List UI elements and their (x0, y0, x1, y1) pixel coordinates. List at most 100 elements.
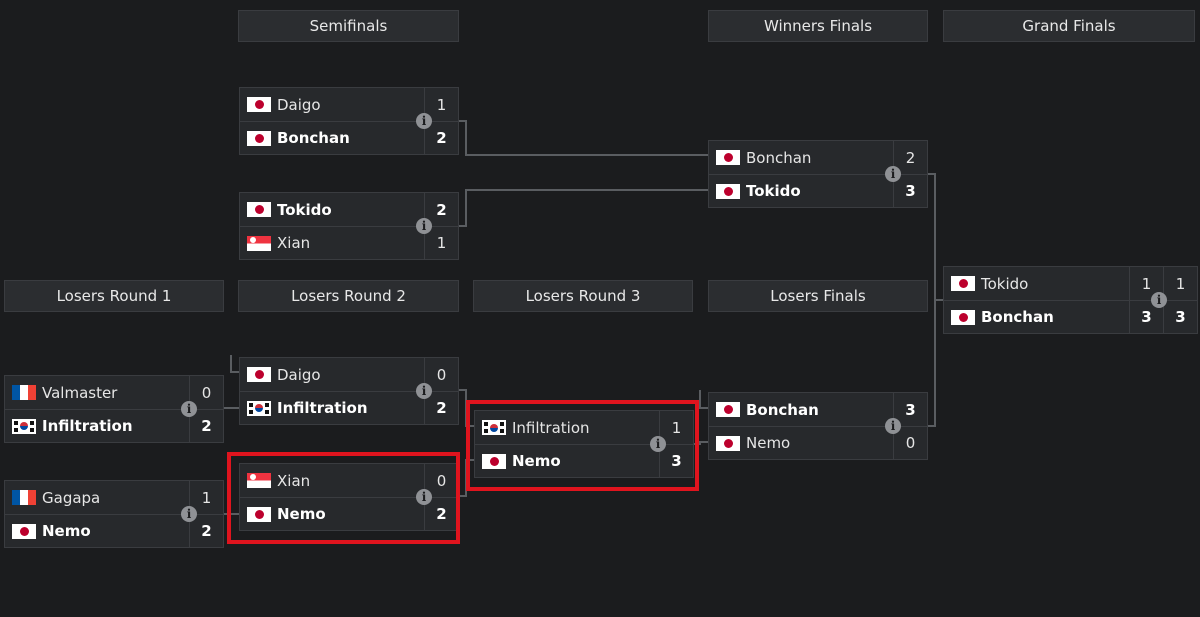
singapore-flag-icon (247, 473, 271, 488)
japan-flag-icon (247, 97, 271, 112)
korea-flag-icon (247, 400, 271, 416)
player-name: Bonchan (746, 400, 819, 419)
match-losers-round-3[interactable]: Infiltration 1 Nemo 3 (474, 410, 694, 478)
player-row[interactable]: Tokido 2 (240, 193, 458, 226)
info-icon[interactable]: i (885, 166, 901, 182)
player-score: 2 (893, 141, 927, 174)
info-icon[interactable]: i (885, 418, 901, 434)
player-score: 2 (189, 410, 223, 442)
connector-sf2-wf (458, 189, 709, 227)
player-score: 2 (424, 392, 458, 424)
korea-flag-icon (482, 420, 506, 435)
connector-drop-bonchan (699, 390, 709, 409)
player-score: 1 (424, 88, 458, 121)
connector-lr3-lf (692, 441, 709, 445)
player-score: 3 (893, 175, 927, 207)
player-name: Tokido (981, 274, 1029, 293)
info-icon[interactable]: i (1151, 292, 1167, 308)
player-name: Infiltration (512, 418, 590, 437)
player-score: 2 (424, 122, 458, 154)
france-flag-icon (12, 385, 36, 400)
player-score: 2 (424, 498, 458, 530)
player-name: Tokido (746, 182, 801, 200)
player-name: Infiltration (42, 417, 133, 435)
player-name: Bonchan (277, 129, 350, 147)
korea-flag-icon (12, 418, 36, 434)
japan-flag-icon (247, 130, 271, 146)
japan-flag-icon (716, 183, 740, 199)
info-icon[interactable]: i (416, 383, 432, 399)
player-row[interactable]: Bonchan 3 (709, 393, 927, 426)
connector-sf1-wf (458, 120, 709, 156)
player-row[interactable]: Nemo 2 (240, 497, 458, 530)
player-name: Xian (277, 471, 311, 490)
player-score-set-1: 1 (1129, 267, 1163, 300)
japan-flag-icon (247, 506, 271, 522)
player-score: 2 (189, 515, 223, 547)
player-row[interactable]: Daigo 0 (240, 358, 458, 391)
player-score: 1 (424, 227, 458, 259)
player-row[interactable]: Gagapa 1 (5, 481, 223, 514)
player-name: Nemo (42, 522, 91, 540)
player-row[interactable]: Bonchan 2 (709, 141, 927, 174)
info-icon[interactable]: i (181, 401, 197, 417)
header-losers-round-1: Losers Round 1 (4, 280, 224, 312)
japan-flag-icon (716, 435, 740, 451)
player-row[interactable]: Valmaster 0 (5, 376, 223, 409)
player-name: Gagapa (42, 488, 101, 507)
player-name: Xian (277, 234, 311, 252)
player-row[interactable]: Tokido 1 1 (944, 267, 1197, 300)
player-name: Daigo (277, 95, 321, 114)
info-icon[interactable]: i (416, 113, 432, 129)
player-name: Bonchan (746, 148, 812, 167)
player-name: Valmaster (42, 383, 118, 402)
japan-flag-icon (482, 453, 506, 469)
japan-flag-icon (247, 202, 271, 217)
player-name: Nemo (277, 505, 326, 523)
japan-flag-icon (716, 402, 740, 417)
player-row[interactable]: Nemo 2 (5, 514, 223, 547)
info-icon[interactable]: i (650, 436, 666, 452)
header-losers-finals: Losers Finals (708, 280, 928, 312)
header-grand-finals: Grand Finals (943, 10, 1195, 42)
player-score-set-2: 3 (1163, 301, 1197, 333)
player-score: 0 (893, 427, 927, 459)
player-row[interactable]: Xian 0 (240, 464, 458, 497)
player-row[interactable]: Bonchan 3 3 (944, 300, 1197, 333)
player-name: Nemo (746, 434, 791, 452)
japan-flag-icon (12, 523, 36, 539)
player-name: Daigo (277, 365, 321, 384)
connector-lf-gf (927, 300, 936, 427)
player-row[interactable]: Bonchan 2 (240, 121, 458, 154)
player-score: 1 (659, 411, 693, 444)
connector-wf-gf (927, 173, 944, 301)
player-row[interactable]: Infiltration 1 (475, 411, 693, 444)
header-losers-round-3: Losers Round 3 (473, 280, 693, 312)
player-score: 0 (424, 358, 458, 391)
player-name: Tokido (277, 200, 332, 219)
info-icon[interactable]: i (416, 489, 432, 505)
connector-lr2b-lr3 (458, 459, 474, 497)
player-row[interactable]: Tokido 3 (709, 174, 927, 207)
match-losers-round-1-b[interactable]: Gagapa 1 Nemo 2 (4, 480, 224, 548)
player-row[interactable]: Infiltration 2 (240, 391, 458, 424)
connector-lr2a-lr3 (458, 389, 474, 427)
info-icon[interactable]: i (181, 506, 197, 522)
player-name: Infiltration (277, 399, 368, 417)
player-score: 1 (189, 481, 223, 514)
singapore-flag-icon (247, 235, 271, 251)
header-losers-round-2: Losers Round 2 (238, 280, 459, 312)
player-row[interactable]: Nemo 0 (709, 426, 927, 459)
japan-flag-icon (951, 276, 975, 291)
player-row[interactable]: Infiltration 2 (5, 409, 223, 442)
player-score: 3 (893, 393, 927, 426)
player-name: Nemo (512, 452, 561, 470)
player-row[interactable]: Nemo 3 (475, 444, 693, 477)
player-row[interactable]: Daigo 1 (240, 88, 458, 121)
player-score-set-1: 3 (1129, 301, 1163, 333)
player-name: Bonchan (981, 308, 1054, 326)
info-icon[interactable]: i (416, 218, 432, 234)
player-row[interactable]: Xian 1 (240, 226, 458, 259)
japan-flag-icon (951, 309, 975, 325)
